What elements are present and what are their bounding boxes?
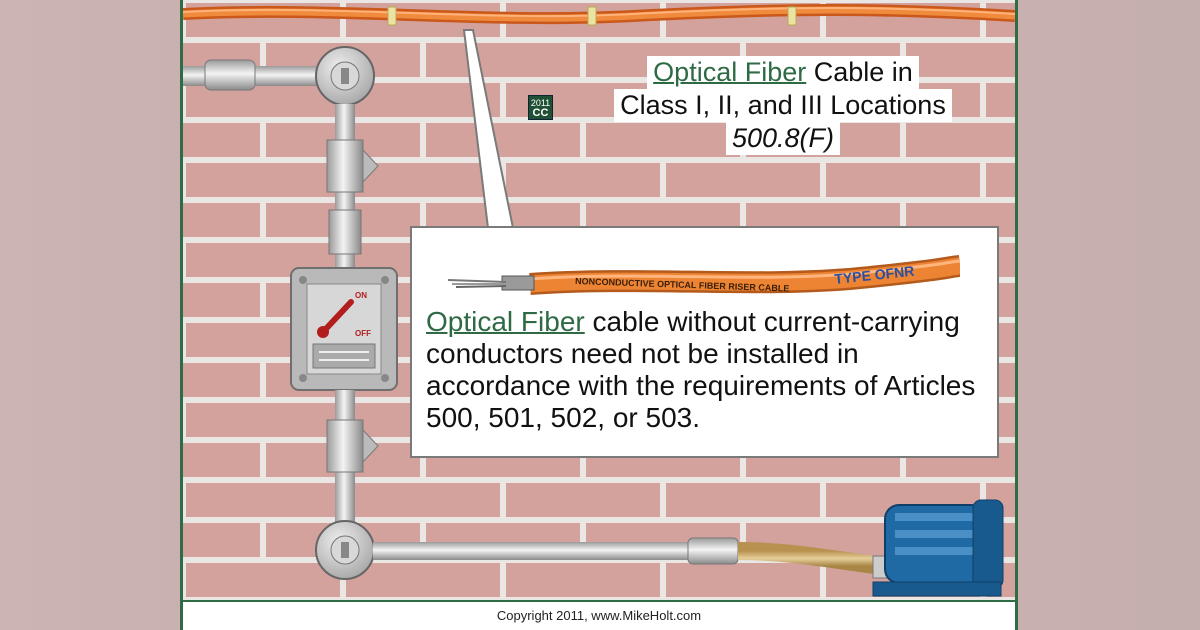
switch-off-label: OFF [355, 329, 371, 338]
cable-strap [587, 6, 597, 26]
seal-fitting [326, 139, 364, 193]
callout-highlight: Optical Fiber [426, 306, 585, 337]
union-fitting [328, 209, 362, 255]
slide-frame: ON OFF Optical [180, 0, 1018, 630]
badge-year: 2011 [530, 98, 551, 108]
cable-strap [787, 6, 797, 26]
seal-fitting-lower [326, 419, 364, 473]
overhead-fiber-cable [183, 4, 1015, 26]
electric-motor [872, 499, 1004, 597]
code-cycle-badge: 2011 CC [528, 95, 553, 120]
upper-junction-box [315, 46, 375, 106]
callout-body: cable without current-carrying conductor… [426, 306, 976, 433]
code-reference: 500.8(F) [725, 122, 841, 155]
lower-conduit [373, 542, 723, 560]
title-line-1-rest: Cable in [806, 57, 913, 87]
title-line-2: Class I, II, and III Locations [614, 89, 952, 122]
lower-conduit-coupling [687, 537, 739, 565]
slide-title: Optical Fiber Cable in Class I, II, and … [603, 56, 963, 155]
copyright-footer: Copyright 2011, www.MikeHolt.com [183, 600, 1015, 630]
lower-junction-box [315, 520, 375, 580]
switch-on-label: ON [355, 291, 367, 300]
title-line-1: Optical Fiber Cable in [647, 56, 919, 89]
cable-strap [387, 6, 397, 26]
badge-code: CC [532, 107, 549, 119]
fiber-cable-illustration: NONCONDUCTIVE OPTICAL FIBER RISER CABLE … [447, 255, 960, 295]
callout-box: NONCONDUCTIVE OPTICAL FIBER RISER CABLE … [410, 226, 999, 458]
title-highlight: Optical Fiber [653, 57, 807, 87]
callout-text: Optical Fiber cable without current-carr… [426, 306, 996, 434]
cable-strength-member [501, 275, 535, 291]
conduit-coupling [204, 59, 256, 91]
flexible-conduit [737, 542, 885, 575]
explosionproof-switch: ON OFF [290, 267, 398, 391]
